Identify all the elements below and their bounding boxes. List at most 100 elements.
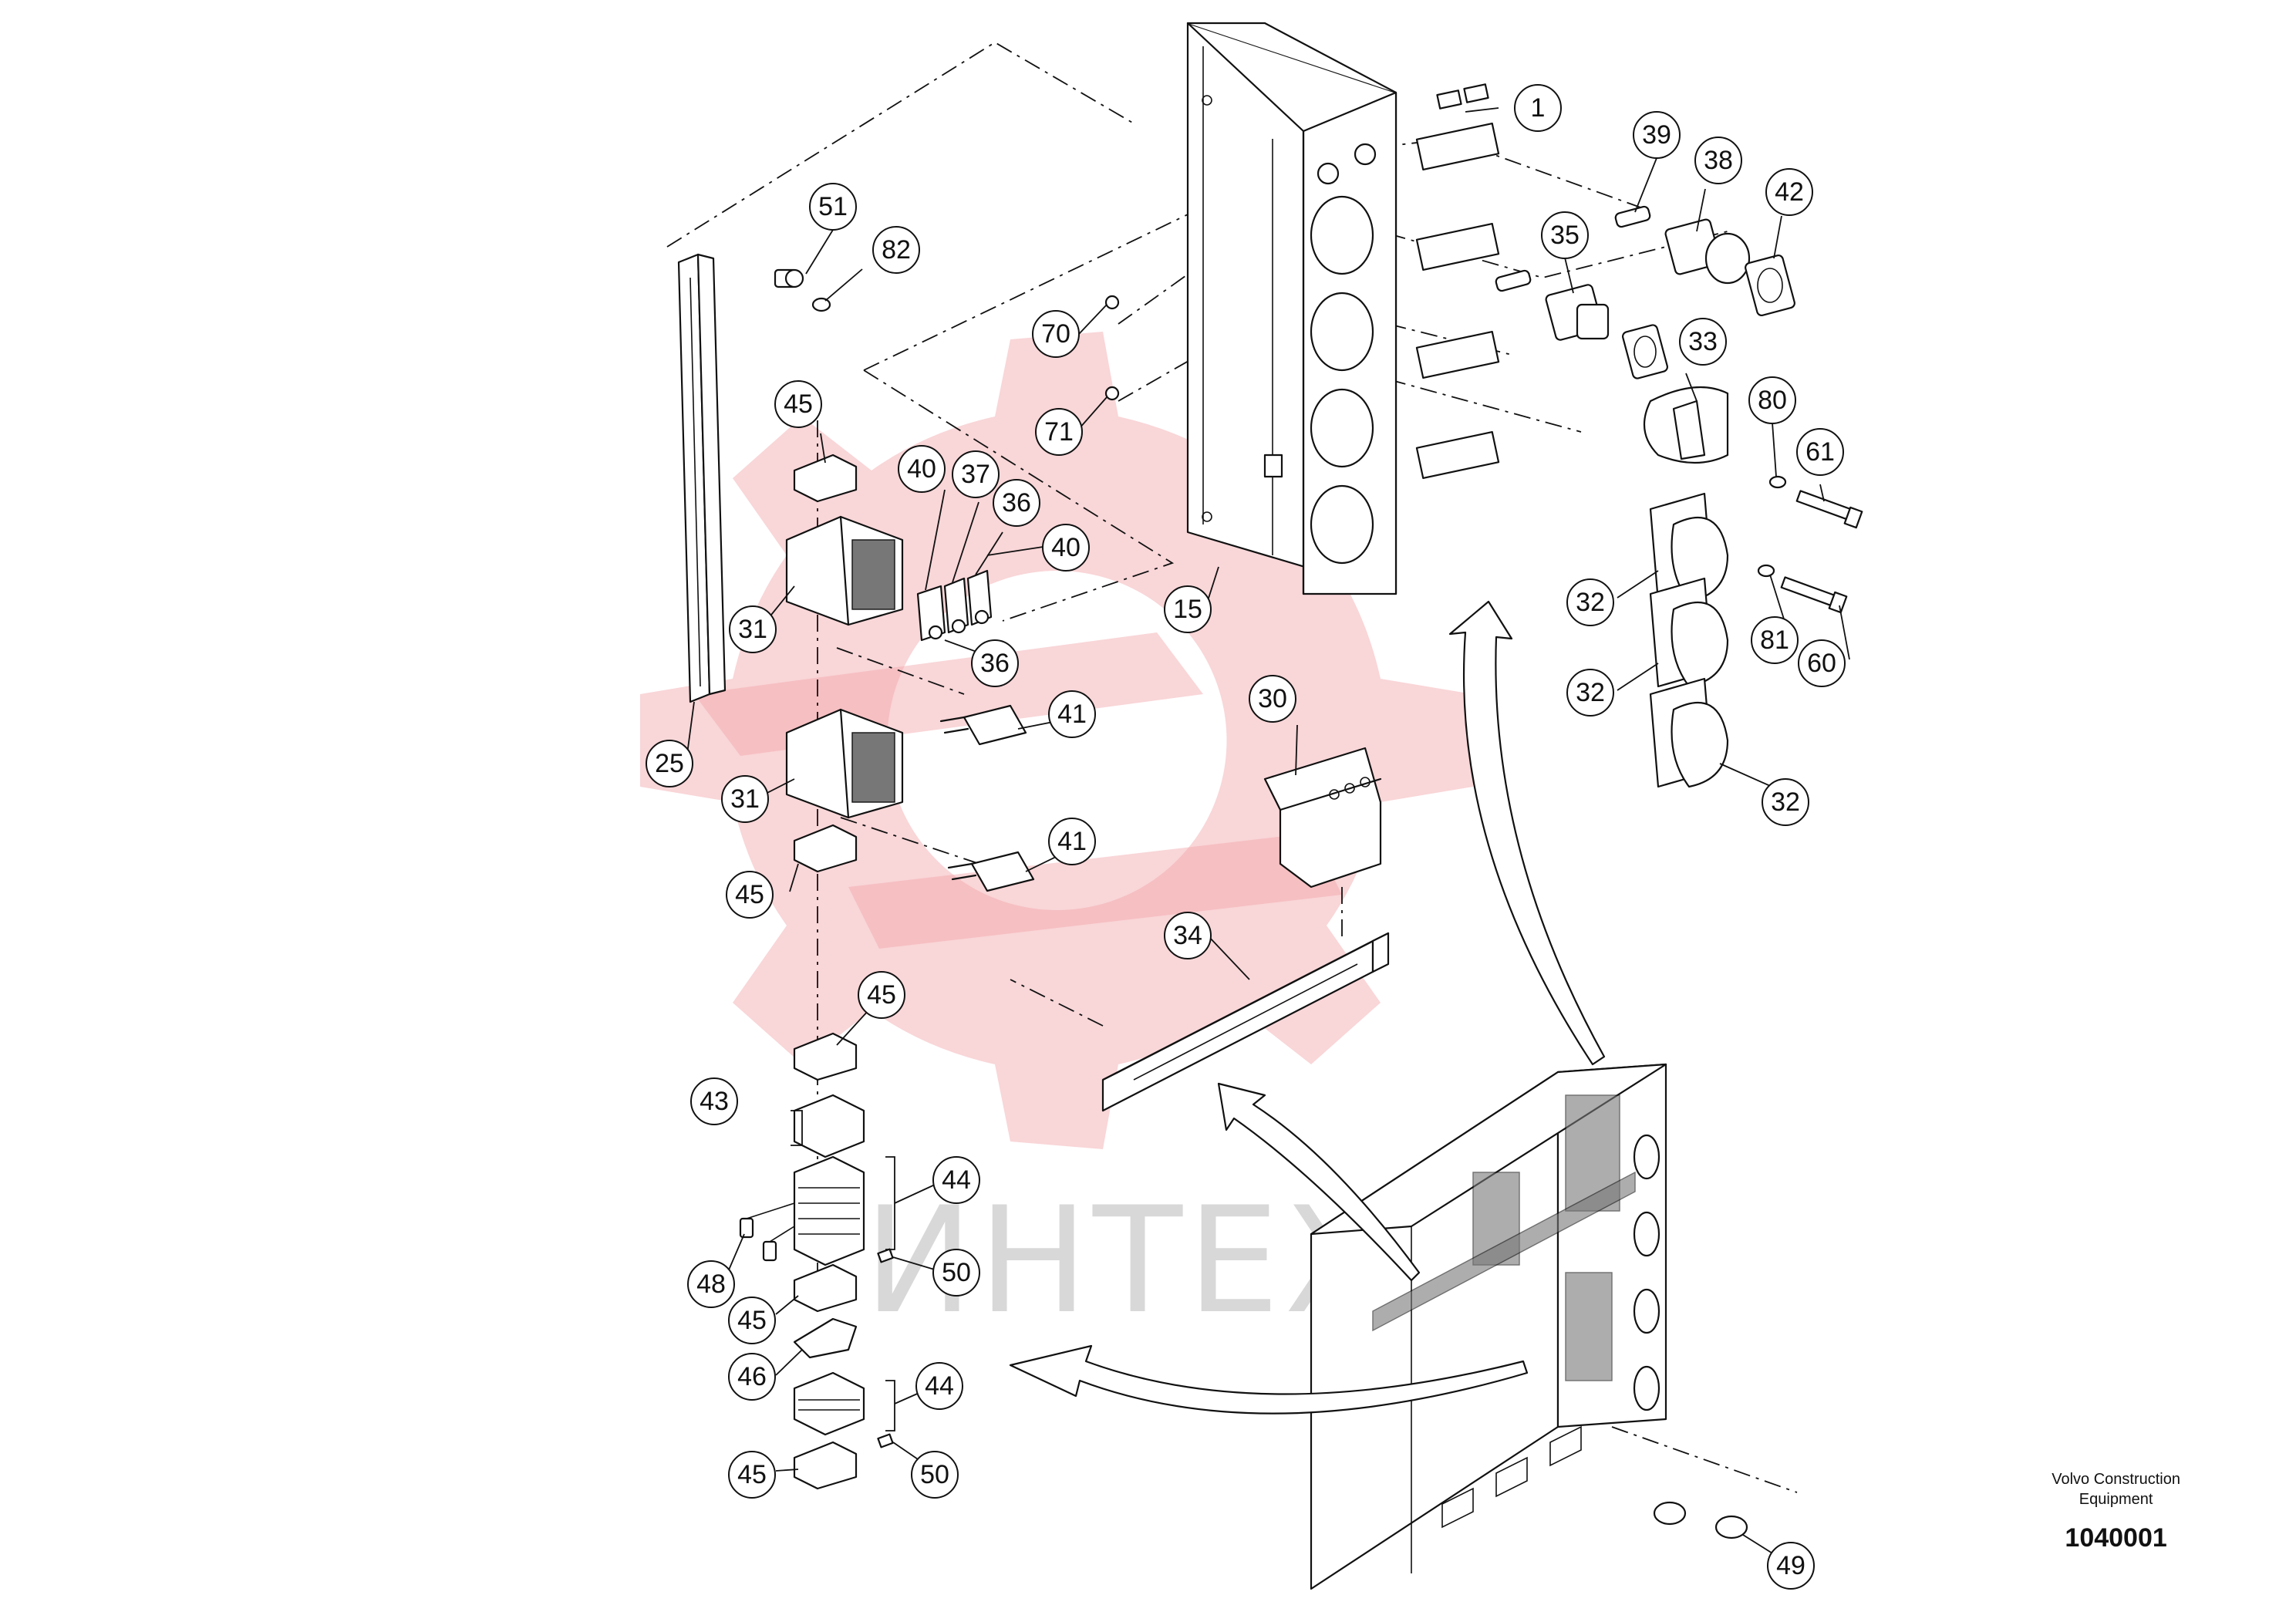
main-switch-33: [1643, 386, 1729, 464]
callout-45-stack-bottom: 45: [728, 1451, 776, 1499]
end-clamp-45-mid: [793, 824, 858, 873]
svg-text:71: 71: [1044, 417, 1074, 447]
svg-text:15: 15: [1173, 595, 1202, 624]
callout-45-top: 45: [774, 380, 822, 428]
callout-30: 30: [1249, 675, 1296, 723]
svg-text:43: 43: [700, 1087, 729, 1116]
svg-text:32: 32: [1771, 787, 1800, 817]
svg-text:1: 1: [1531, 93, 1546, 123]
svg-text:49: 49: [1776, 1551, 1805, 1580]
callout-71: 71: [1035, 408, 1083, 456]
callout-15: 15: [1164, 585, 1212, 633]
svg-text:31: 31: [738, 615, 767, 644]
jumper-41-top: [939, 704, 1027, 746]
callout-49: 49: [1767, 1542, 1815, 1590]
callout-41-bottom: 41: [1048, 818, 1096, 865]
callout-43: 43: [690, 1077, 738, 1125]
callout-44-bottom: 44: [915, 1362, 963, 1410]
svg-text:41: 41: [1057, 700, 1087, 729]
relay-31-bottom: [785, 708, 904, 819]
callout-50-bottom: 50: [911, 1451, 959, 1499]
end-clamp-45-stack-mid: [793, 1263, 858, 1313]
callout-32-middle: 32: [1566, 669, 1614, 717]
svg-text:80: 80: [1758, 386, 1787, 415]
callout-39: 39: [1633, 111, 1681, 159]
callout-32-bottom: 32: [1762, 778, 1809, 826]
callout-1: 1: [1514, 84, 1562, 132]
svg-text:45: 45: [784, 389, 813, 419]
brand-name-line2: Equipment: [2079, 1491, 2153, 1508]
end-clamp-45-stack-bottom: [793, 1441, 858, 1490]
svg-text:60: 60: [1807, 649, 1836, 678]
callout-41-top: 41: [1048, 690, 1096, 738]
socket-32-bottom: [1649, 677, 1729, 788]
callout-44-top: 44: [932, 1156, 980, 1204]
svg-text:25: 25: [655, 749, 684, 778]
fuse-holder-39: [1614, 205, 1651, 228]
svg-text:39: 39: [1642, 120, 1671, 150]
bracket-30: [1263, 747, 1382, 889]
callout-36-top: 36: [993, 479, 1040, 527]
svg-text:36: 36: [980, 649, 1010, 678]
svg-text:41: 41: [1057, 827, 1087, 856]
callout-36-bottom: 36: [971, 639, 1019, 687]
svg-text:34: 34: [1173, 921, 1202, 950]
push-button-38: [1664, 218, 1751, 285]
callout-38: 38: [1694, 137, 1742, 184]
callout-32-top: 32: [1566, 578, 1614, 626]
svg-text:30: 30: [1258, 684, 1287, 713]
brand-block: Volvo Construction Equipment 1040001: [2052, 1469, 2180, 1553]
svg-text:44: 44: [925, 1371, 954, 1401]
socket-32-top: [1649, 492, 1729, 603]
callout-37: 37: [952, 450, 1000, 498]
washer-80: [1768, 475, 1787, 489]
end-clamp-45-stack-top: [793, 1032, 858, 1081]
callout-45-stack-top: 45: [858, 971, 905, 1019]
svg-text:42: 42: [1775, 177, 1804, 207]
nameplate-42: [1745, 254, 1795, 317]
assembled-cabinet: [1310, 1063, 1667, 1590]
callout-34: 34: [1164, 912, 1212, 959]
callout-40-left: 40: [898, 445, 946, 493]
washer-82: [811, 297, 831, 312]
svg-text:40: 40: [1051, 533, 1081, 562]
svg-text:31: 31: [730, 784, 760, 814]
callout-61: 61: [1796, 428, 1844, 476]
svg-text:50: 50: [920, 1460, 949, 1489]
terminal-stack-44-bottom: [793, 1371, 865, 1436]
terminal-43: [793, 1094, 865, 1158]
svg-text:36: 36: [1002, 488, 1031, 518]
svg-text:45: 45: [737, 1306, 767, 1335]
washer-81: [1757, 564, 1775, 578]
svg-text:33: 33: [1688, 327, 1718, 356]
svg-text:38: 38: [1704, 146, 1733, 175]
relay-31-top: [785, 515, 904, 626]
svg-text:44: 44: [942, 1165, 971, 1195]
svg-text:37: 37: [961, 460, 990, 489]
svg-text:61: 61: [1805, 437, 1835, 467]
svg-text:32: 32: [1576, 588, 1605, 617]
drawing-number: 1040001: [2065, 1523, 2167, 1553]
terminal-blocks-36-37-40: [916, 569, 993, 642]
brand-name-line1: Volvo Construction: [2052, 1471, 2180, 1488]
bolt-61: [1795, 490, 1863, 529]
terminal-stack-44-top: [793, 1155, 865, 1266]
callout-51: 51: [809, 183, 857, 231]
callout-45-mid: 45: [726, 871, 774, 919]
callout-46: 46: [728, 1353, 776, 1401]
callout-81: 81: [1751, 616, 1799, 664]
cable-duct-34: [1101, 932, 1390, 1112]
end-plate-46: [793, 1317, 858, 1359]
socket-32-middle: [1649, 577, 1729, 688]
svg-text:70: 70: [1041, 319, 1070, 349]
callout-82: 82: [872, 226, 920, 274]
end-clamp-45-top: [793, 454, 858, 503]
jumper-41-bottom: [947, 851, 1035, 892]
marker-50-bottom: [877, 1433, 894, 1448]
svg-text:45: 45: [867, 980, 896, 1010]
housing-box-15: [1186, 22, 1397, 595]
callout-60: 60: [1798, 639, 1846, 687]
callout-80: 80: [1748, 376, 1796, 424]
connector-48: [739, 1202, 795, 1262]
nut-71: [1104, 386, 1120, 401]
